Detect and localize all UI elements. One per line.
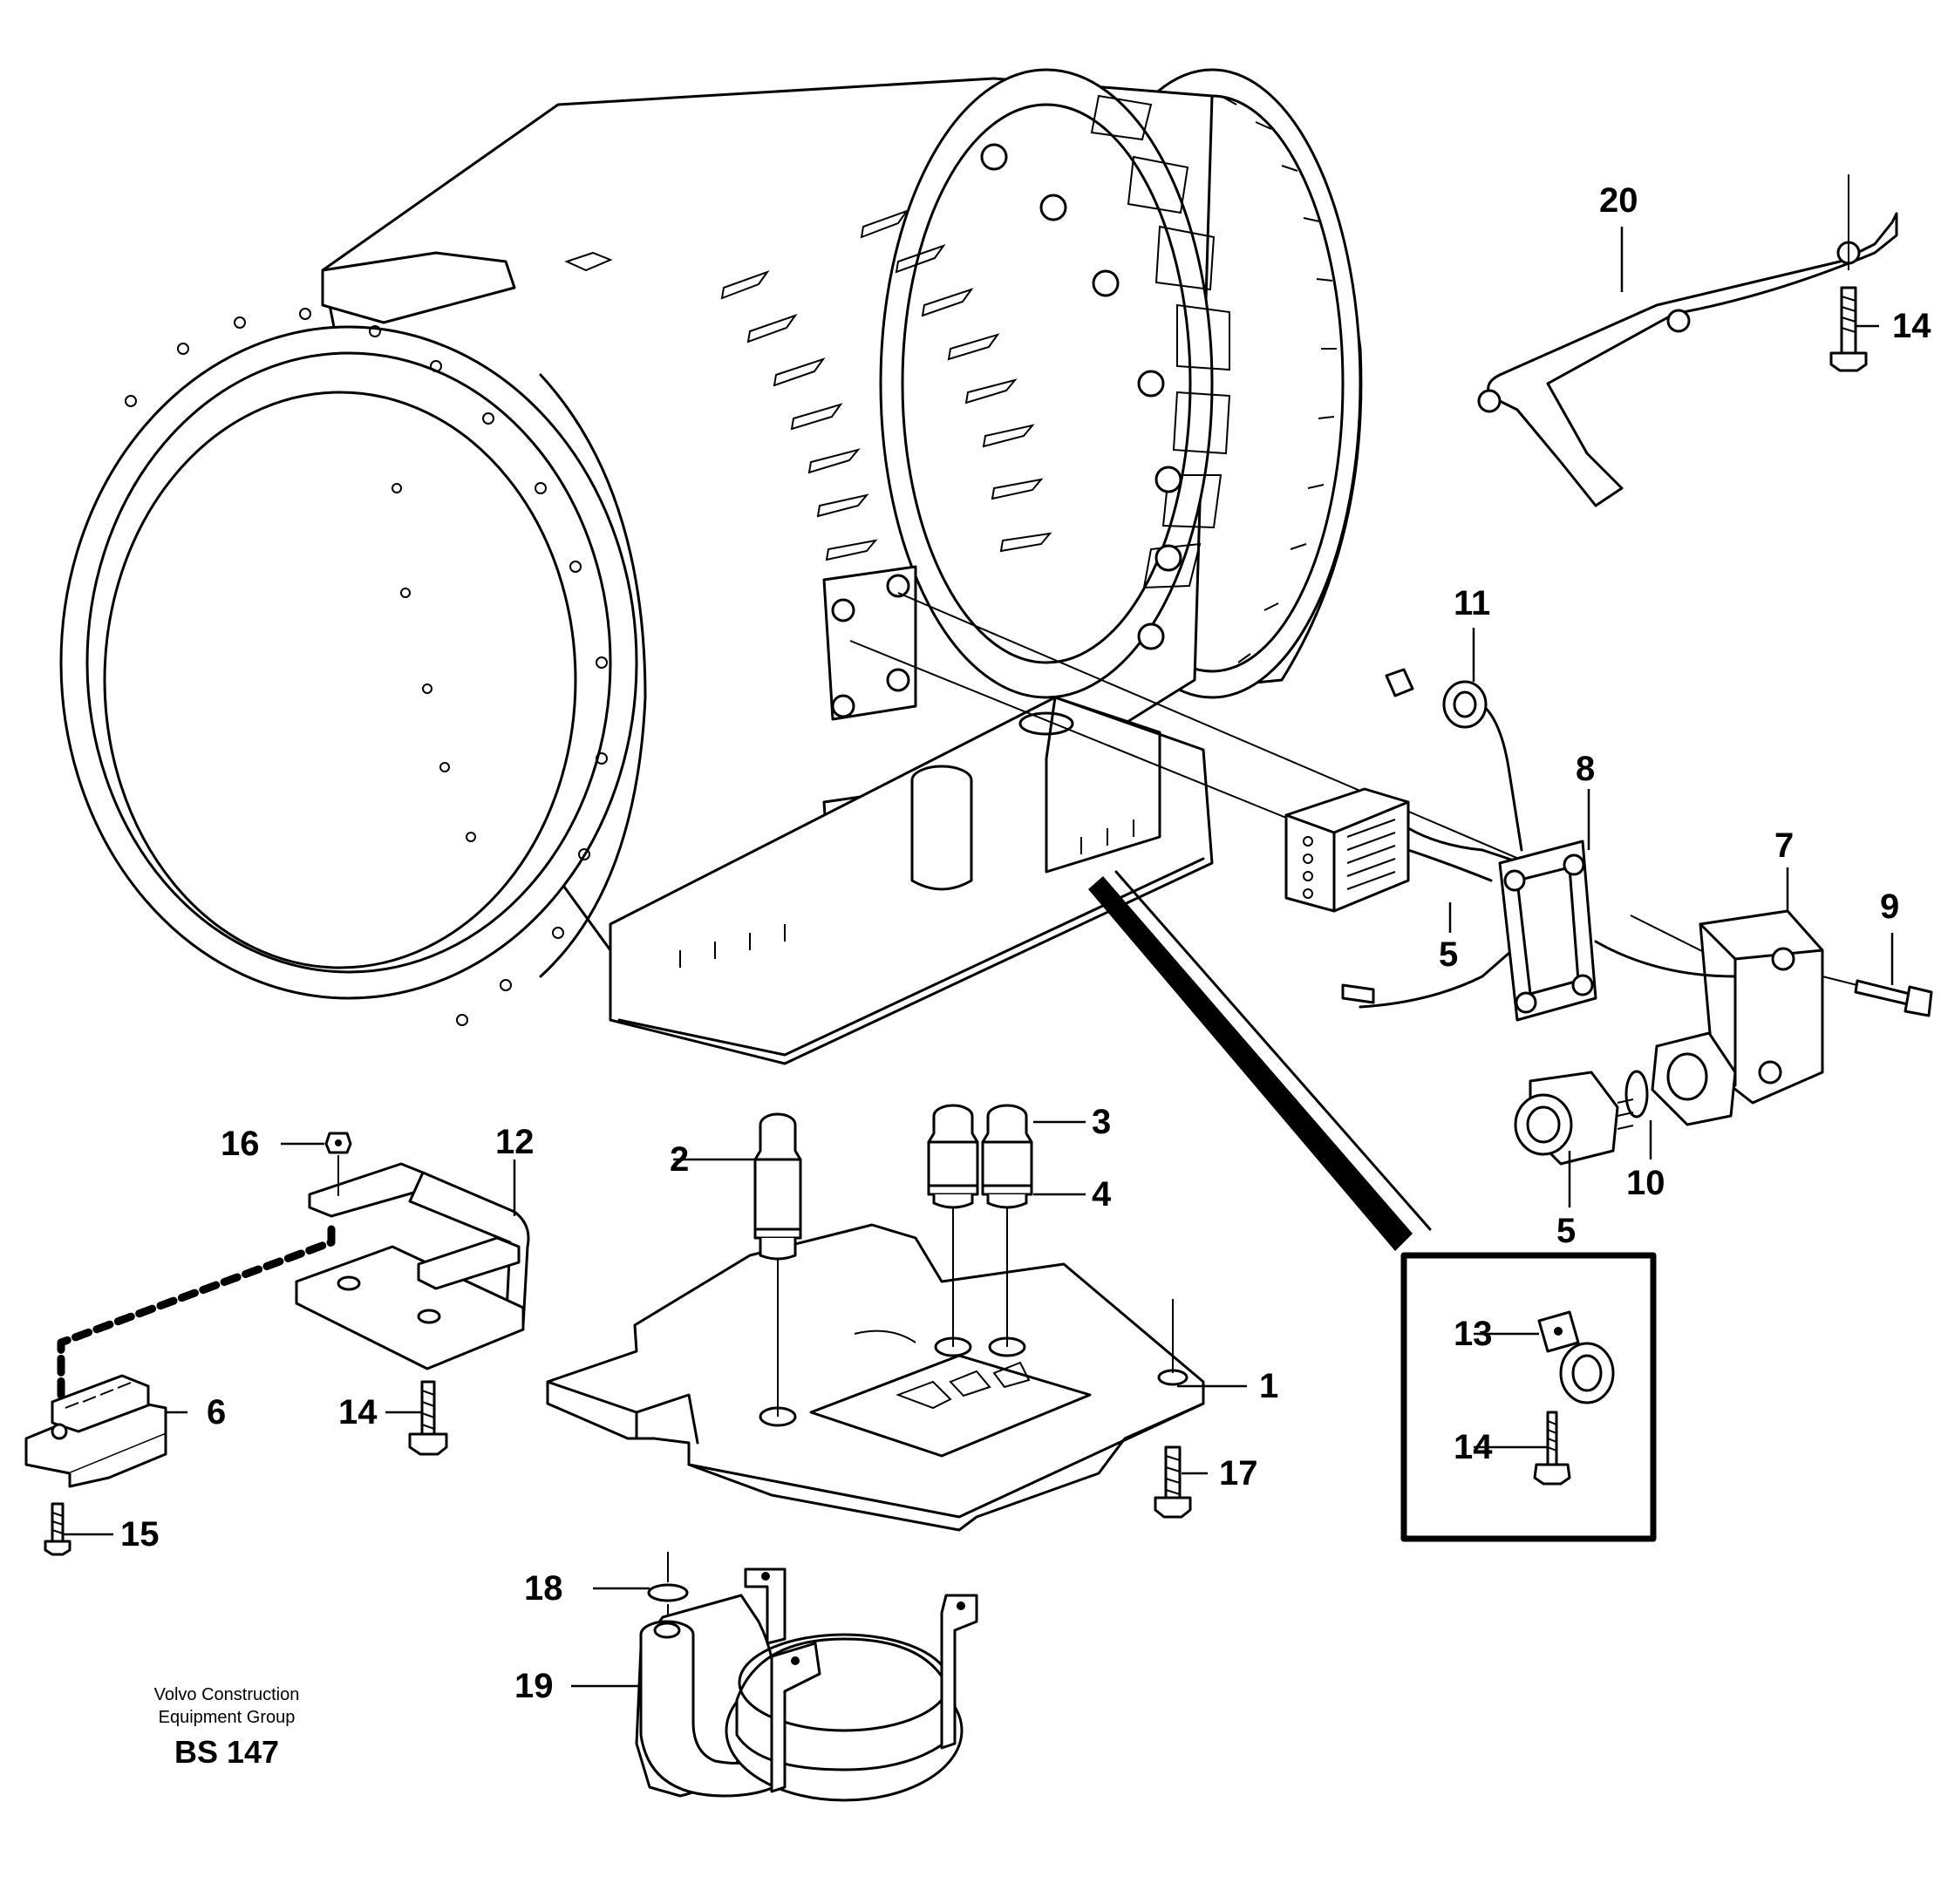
callout-13: 13 [1454, 1315, 1493, 1353]
callout-16: 16 [221, 1125, 260, 1163]
cover-7 [1699, 909, 1824, 1105]
callout-7: 7 [1774, 826, 1795, 865]
callout-18: 18 [524, 1569, 563, 1608]
footer-company-line2: Equipment Group [158, 1708, 296, 1727]
connector-block [1284, 787, 1410, 913]
screw-15 [44, 1502, 72, 1556]
grommet-11 [1385, 668, 1488, 729]
callout-17: 17 [1219, 1454, 1258, 1493]
callout-12: 12 [495, 1123, 535, 1161]
transmission-housing [59, 68, 1363, 1065]
callout-6: 6 [207, 1393, 227, 1431]
relay-6 [24, 1374, 167, 1488]
callout-2: 2 [670, 1140, 690, 1179]
screw-14-top [1829, 286, 1868, 372]
pin-4 [981, 1104, 1033, 1209]
valve-plate-1 [546, 1223, 1205, 1532]
pin-2 [753, 1112, 802, 1261]
sensor-5 [1514, 1071, 1634, 1166]
screw-9 [1854, 979, 1933, 1017]
callout-5-sensor: 5 [1556, 1212, 1577, 1250]
clamp-13 [1537, 1310, 1615, 1404]
callout-14-detail: 14 [1454, 1428, 1493, 1466]
o-ring-10 [1624, 1070, 1649, 1119]
callout-19: 19 [514, 1667, 554, 1705]
gasket-8 [1498, 840, 1597, 1022]
callout-9: 9 [1880, 887, 1900, 926]
callout-3: 3 [1092, 1103, 1112, 1141]
footer-company-line1: Volvo Construction [153, 1685, 300, 1704]
strainer-19 [635, 1567, 978, 1802]
nut-16 [324, 1132, 352, 1154]
footer-drawing-code: BS 147 [174, 1734, 280, 1770]
bracket-20 [1477, 212, 1898, 507]
o-ring-18 [647, 1583, 689, 1602]
screw-14-left [408, 1380, 448, 1456]
callout-14-top: 14 [1892, 307, 1931, 345]
callout-20: 20 [1599, 181, 1638, 220]
callout-8: 8 [1576, 750, 1596, 788]
callout-1: 1 [1259, 1367, 1279, 1405]
callout-4: 4 [1092, 1175, 1112, 1214]
callout-15: 15 [120, 1515, 160, 1554]
callout-11: 11 [1454, 584, 1491, 622]
callout-14-left: 14 [338, 1393, 378, 1431]
screw-17 [1154, 1445, 1192, 1519]
callout-5-harness: 5 [1439, 935, 1459, 974]
callout-10: 10 [1626, 1164, 1665, 1202]
bracket-12 [295, 1162, 530, 1370]
pin-3 [927, 1104, 979, 1209]
